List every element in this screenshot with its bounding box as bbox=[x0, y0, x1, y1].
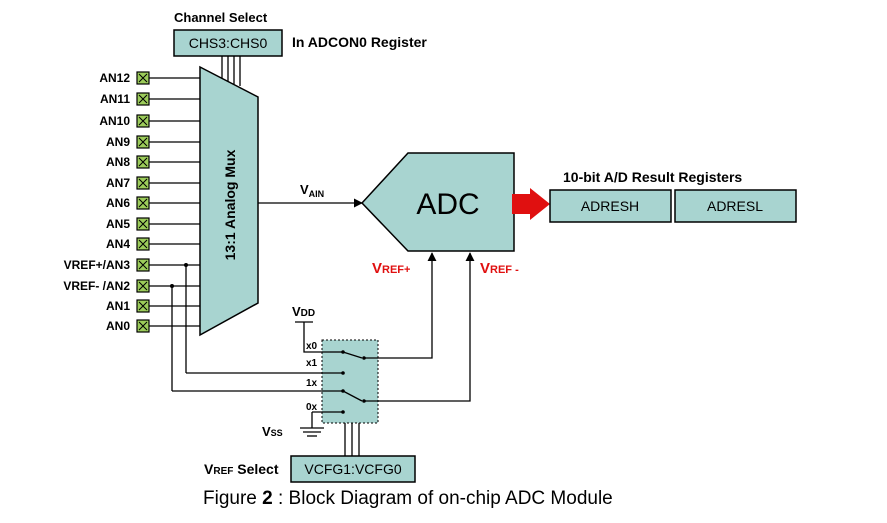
vref-minus-wire bbox=[364, 252, 475, 402]
pin-label-an6: AN6 bbox=[106, 196, 130, 210]
chs-register-label: CHS3:CHS0 bbox=[189, 35, 268, 51]
mux-label: 13:1 Analog Mux bbox=[222, 149, 238, 260]
vref-plus-wire bbox=[364, 252, 437, 359]
svg-text:1x: 1x bbox=[306, 378, 318, 389]
vss-label: VSS bbox=[262, 424, 283, 439]
svg-text:x0: x0 bbox=[306, 341, 318, 352]
pin-cross-vref-an2 bbox=[138, 281, 148, 291]
pin-label-an8: AN8 bbox=[106, 155, 130, 169]
vain-label: VAIN bbox=[300, 182, 324, 199]
vref-tap-dot-1 bbox=[184, 263, 188, 267]
adresh-register bbox=[549, 189, 672, 223]
pin-cross-an5 bbox=[138, 219, 148, 229]
adresh-label: ADRESH bbox=[581, 198, 639, 214]
pin-cross-an4 bbox=[138, 239, 148, 249]
analog-input-pins: AN12AN11AN10AN9AN8AN7AN6AN5AN4VREF+/AN3V… bbox=[63, 71, 200, 391]
vdd-label: VDD bbox=[292, 304, 315, 319]
pin-cross-an8 bbox=[138, 157, 148, 167]
pin-cross-an0 bbox=[138, 321, 148, 331]
channel-select-bus bbox=[221, 56, 241, 86]
svg-text:x1: x1 bbox=[306, 358, 318, 369]
pin-cross-an6 bbox=[138, 198, 148, 208]
pin-label-vref-an3: VREF+/AN3 bbox=[64, 258, 131, 272]
vref-plus-label: VREF+ bbox=[372, 260, 410, 277]
pin-label-an0: AN0 bbox=[106, 319, 130, 333]
pin-label-an9: AN9 bbox=[106, 135, 130, 149]
chs-register-box bbox=[173, 29, 283, 57]
pin-cross-an1 bbox=[138, 301, 148, 311]
adc-label: ADC bbox=[416, 188, 479, 221]
pin-cross-an11 bbox=[138, 94, 148, 104]
adresl-label: ADRESL bbox=[707, 198, 763, 214]
pin-cross-vref-an3 bbox=[138, 260, 148, 270]
pin-label-an12: AN12 bbox=[99, 71, 130, 85]
pin-label-an5: AN5 bbox=[106, 217, 130, 231]
figure-caption: Figure 2 : Block Diagram of on-chip ADC … bbox=[203, 488, 613, 509]
result-registers-title: 10-bit A/D Result Registers bbox=[563, 169, 742, 185]
analog-mux bbox=[199, 65, 259, 337]
pin-label-an4: AN4 bbox=[106, 237, 130, 251]
vref-switch-rows: x0 x1 1x 0x bbox=[172, 341, 366, 414]
vcfg-register-box bbox=[290, 455, 416, 483]
vcfg-register-label: VCFG1:VCFG0 bbox=[304, 461, 401, 477]
adresl-register bbox=[674, 189, 797, 223]
vref-tap-dot-2 bbox=[170, 284, 174, 288]
pin-cross-an10 bbox=[138, 116, 148, 126]
vref-minus-label: VREF - bbox=[480, 260, 519, 277]
vdd-wire bbox=[303, 322, 330, 353]
adcon0-register-note: In ADCON0 Register bbox=[292, 34, 427, 50]
pin-label-an11: AN11 bbox=[100, 92, 130, 106]
pin-label-an7: AN7 bbox=[106, 176, 130, 190]
pin-label-vref-an2: VREF- /AN2 bbox=[63, 279, 130, 293]
pin-cross-an7 bbox=[138, 178, 148, 188]
svg-text:0x: 0x bbox=[306, 402, 318, 413]
vcfg-bus bbox=[344, 423, 360, 456]
channel-select-title: Channel Select bbox=[174, 10, 268, 25]
output-red-arrow bbox=[512, 188, 550, 220]
pin-label-an10: AN10 bbox=[99, 114, 130, 128]
vref-select-label: VREF Select bbox=[204, 461, 279, 477]
pin-cross-an12 bbox=[138, 73, 148, 83]
pin-cross-an9 bbox=[138, 137, 148, 147]
pin-label-an1: AN1 bbox=[106, 299, 130, 313]
